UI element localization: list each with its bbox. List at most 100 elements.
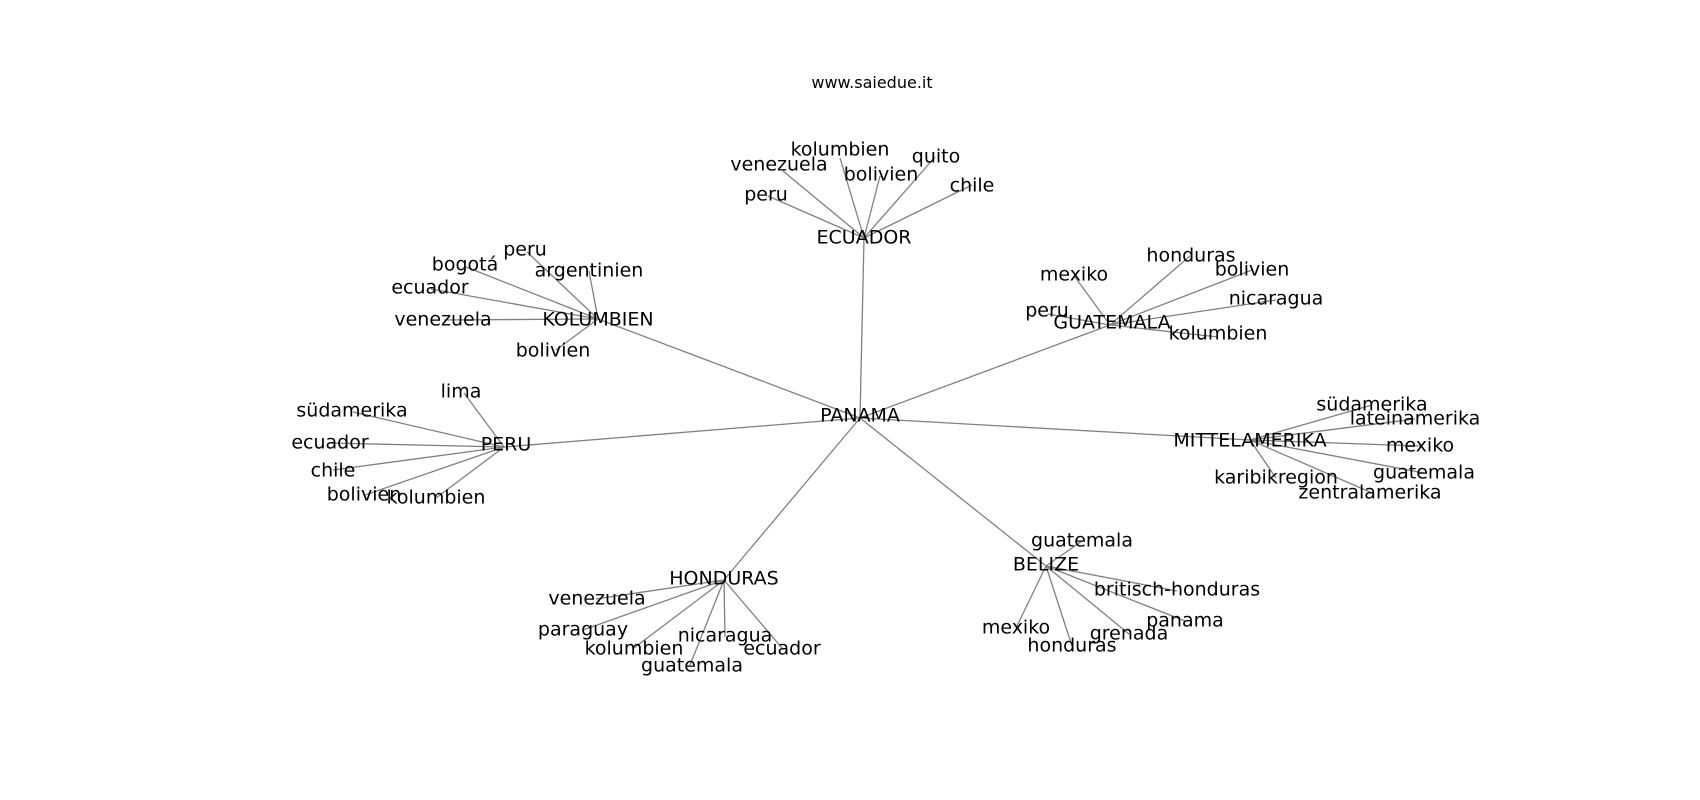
hub-node-mittelamerika: MITTELAMERIKA	[1173, 430, 1326, 452]
leaf-node-ecuador-0: kolumbien	[791, 139, 890, 161]
edge-kolumbien-4	[443, 318, 599, 321]
hub-node-belize: BELIZE	[1013, 554, 1079, 576]
leaf-node-honduras-5: guatemala	[641, 655, 743, 677]
hub-node-peru: PERU	[481, 434, 532, 456]
leaf-node-guatemala-2: bolivien	[1215, 259, 1290, 281]
leaf-node-honduras-2: nicaragua	[678, 625, 773, 647]
source-watermark: www.saiedue.it	[811, 73, 932, 92]
edge-panama-honduras	[723, 417, 861, 581]
leaf-node-honduras-0: venezuela	[548, 588, 645, 610]
edge-honduras-3	[633, 579, 725, 649]
edge-mittelamerika-4	[1249, 439, 1425, 474]
leaf-node-kolumbien-2: argentinien	[535, 260, 644, 282]
edge-ecuador-5	[767, 195, 865, 239]
leaf-node-kolumbien-3: ecuador	[391, 277, 469, 299]
leaf-node-ecuador-2: bolivien	[844, 164, 919, 186]
leaf-node-peru-0: lima	[441, 381, 482, 403]
hub-node-kolumbien: KOLUMBIEN	[542, 309, 653, 331]
leaf-node-peru-5: kolumbien	[387, 487, 486, 509]
leaf-node-belize-2: panama	[1146, 610, 1224, 632]
edge-ecuador-2	[863, 175, 881, 239]
edge-guatemala-2	[1109, 269, 1253, 326]
edge-panama-kolumbien	[597, 318, 861, 419]
edge-layer	[329, 156, 1425, 666]
leaf-node-belize-5: honduras	[1027, 635, 1116, 657]
edge-guatemala-5	[1109, 324, 1219, 338]
edge-guatemala-3	[1109, 299, 1277, 326]
leaf-node-mittelamerika-2: mexiko	[1386, 435, 1454, 457]
edge-mittelamerika-2	[1249, 439, 1421, 447]
leaf-node-guatemala-1: mexiko	[1040, 264, 1108, 286]
leaf-node-honduras-4: ecuador	[743, 638, 821, 660]
leaf-node-peru-3: chile	[311, 460, 356, 482]
edge-kolumbien-2	[588, 270, 599, 320]
leaf-node-kolumbien-1: bogotá	[432, 254, 498, 276]
edge-kolumbien-1	[465, 266, 599, 320]
edge-kolumbien-5	[555, 318, 599, 351]
edge-honduras-1	[582, 579, 725, 631]
leaf-node-guatemala-0: honduras	[1146, 245, 1235, 267]
leaf-node-guatemala-3: nicaragua	[1229, 288, 1324, 310]
leaf-node-ecuador-3: quito	[912, 146, 960, 168]
edge-kolumbien-0	[526, 251, 599, 320]
edge-belize-1	[1045, 565, 1178, 592]
edge-ecuador-1	[782, 170, 865, 239]
leaf-node-peru-4: bolivien	[327, 484, 402, 506]
edge-belize-3	[1015, 565, 1047, 629]
edge-mittelamerika-5	[1249, 439, 1371, 493]
edge-honduras-2	[723, 579, 726, 638]
leaf-node-guatemala-5: kolumbien	[1169, 323, 1268, 345]
leaf-node-ecuador-1: venezuela	[730, 154, 827, 176]
hub-node-ecuador: ECUADOR	[817, 227, 912, 249]
leaf-node-honduras-1: paraguay	[538, 619, 628, 641]
leaf-node-kolumbien-4: venezuela	[394, 309, 491, 331]
leaf-node-kolumbien-5: bolivien	[516, 340, 591, 362]
edge-guatemala-4	[1047, 313, 1111, 326]
edge-guatemala-1	[1074, 276, 1111, 326]
leaf-node-peru-1: südamerika	[296, 400, 407, 422]
edge-peru-3	[332, 446, 505, 471]
edge-belize-5	[1045, 565, 1073, 647]
edge-peru-0	[463, 392, 505, 448]
leaf-node-belize-3: mexiko	[982, 617, 1050, 639]
edge-guatemala-0	[1109, 255, 1191, 326]
leaf-node-kolumbien-0: peru	[503, 239, 547, 261]
edge-peru-2	[329, 442, 505, 448]
edge-peru-4	[364, 446, 505, 496]
edge-peru-1	[352, 411, 505, 448]
edge-panama-ecuador	[859, 237, 865, 419]
edge-belize-4	[1045, 565, 1130, 635]
edge-honduras-5	[689, 579, 725, 666]
edge-honduras-0	[595, 579, 725, 600]
leaf-node-mittelamerika-5: zentralamerika	[1298, 482, 1441, 504]
edge-belize-0	[1045, 540, 1083, 567]
edge-panama-peru	[503, 417, 861, 448]
edge-ecuador-0	[839, 157, 865, 239]
edge-kolumbien-3	[430, 288, 599, 320]
leaf-node-belize-0: guatemala	[1031, 530, 1133, 552]
edge-panama-belize	[859, 417, 1047, 567]
edge-mittelamerika-1	[1249, 418, 1416, 441]
hub-node-honduras: HONDURAS	[669, 568, 778, 590]
center-node-label: PANAMA	[820, 405, 900, 427]
edge-honduras-4	[723, 579, 783, 649]
leaf-node-ecuador-5: peru	[744, 184, 788, 206]
leaf-node-belize-4: grenada	[1090, 623, 1169, 645]
leaf-node-mittelamerika-4: guatemala	[1373, 462, 1475, 484]
edge-mittelamerika-3	[1249, 439, 1277, 479]
leaf-node-peru-2: ecuador	[291, 432, 369, 454]
edge-panama-guatemala	[859, 324, 1111, 419]
leaf-node-guatemala-4: peru	[1025, 300, 1069, 322]
leaf-node-honduras-3: kolumbien	[585, 638, 684, 660]
leaf-node-mittelamerika-3: karibikregion	[1214, 467, 1338, 489]
edge-belize-2	[1045, 565, 1186, 622]
edge-peru-5	[435, 446, 505, 499]
edge-ecuador-3	[863, 156, 936, 239]
leaf-node-mittelamerika-0: südamerika	[1316, 394, 1427, 416]
edge-ecuador-4	[863, 184, 973, 239]
edge-mittelamerika-0	[1249, 404, 1373, 441]
leaf-node-ecuador-4: chile	[950, 175, 995, 197]
hub-node-guatemala: GUATEMALA	[1053, 312, 1170, 334]
